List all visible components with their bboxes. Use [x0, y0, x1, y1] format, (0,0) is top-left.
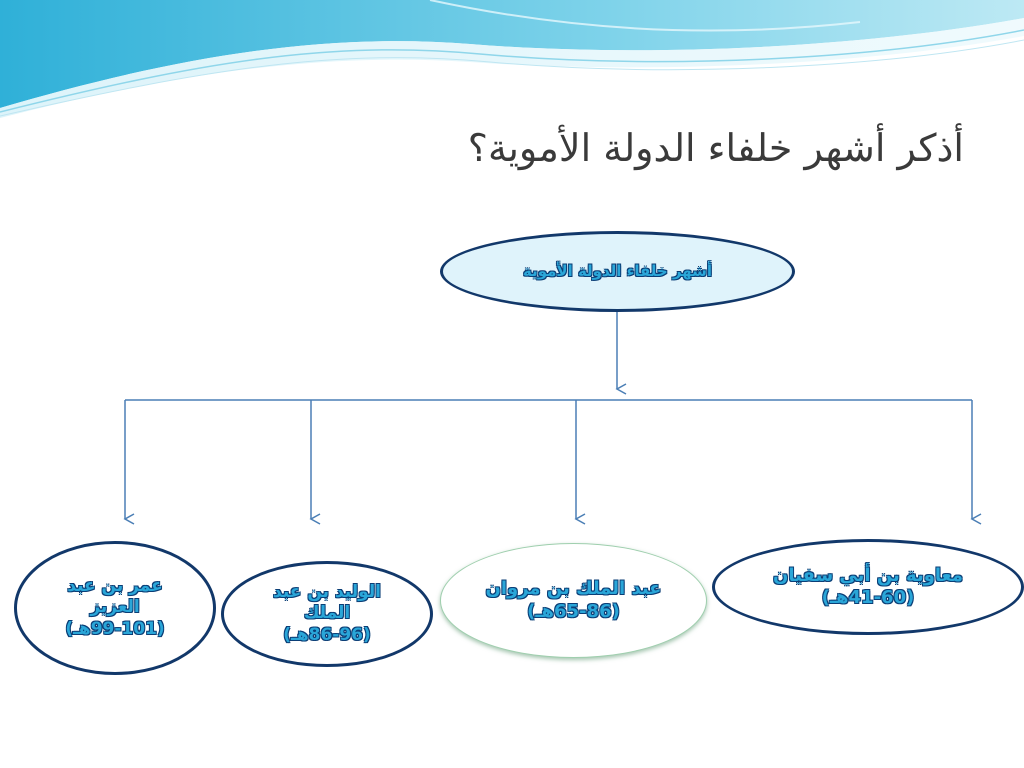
caliph-name-line2: العزيز — [90, 597, 140, 618]
caliph-name-line1: الوليد بن عبد — [273, 582, 381, 603]
root-node-label: أشهر خلفاء الدولة الأموية — [522, 262, 713, 281]
caliph-name-line1: عمر بن عبد — [67, 576, 163, 597]
header-wave-decoration — [0, 0, 1024, 118]
caliph-node-walid: الوليد بن عبد الملك (86-96هـ) — [221, 561, 433, 667]
slide-title: أذكر أشهر خلفاء الدولة الأموية؟ — [467, 126, 964, 170]
caliph-period: (41-60هـ) — [821, 587, 915, 608]
caliph-name-line2: الملك — [303, 603, 351, 624]
caliph-name: معاوية بن أبي سفيان — [773, 564, 963, 586]
caliph-period: (86-96هـ) — [283, 624, 371, 645]
caliph-name: عبد الملك بن مروان — [485, 578, 662, 599]
caliph-node-abdulmalik: عبد الملك بن مروان (65-86هـ) — [440, 543, 707, 658]
caliph-period: (99-101هـ) — [65, 618, 165, 639]
caliph-node-umar: عمر بن عبد العزيز (99-101هـ) — [14, 541, 216, 675]
caliph-node-muawiya: معاوية بن أبي سفيان (41-60هـ) — [712, 539, 1024, 635]
caliph-period: (65-86هـ) — [527, 600, 620, 622]
root-node: أشهر خلفاء الدولة الأموية — [440, 231, 795, 312]
